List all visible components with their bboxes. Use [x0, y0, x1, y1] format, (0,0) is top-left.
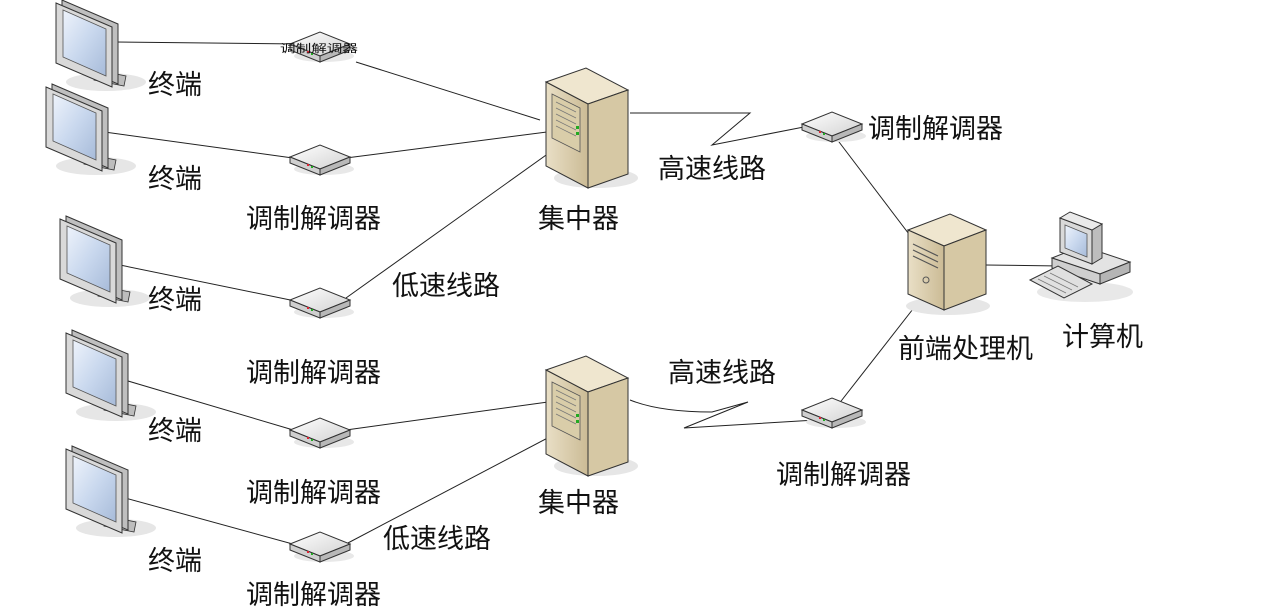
link-terminal4-modem4	[117, 377, 301, 433]
high-speed-line-2	[629, 399, 817, 429]
high-speed-line-1	[630, 112, 815, 146]
concentrator-server-icon	[545, 67, 639, 189]
low-speed-line-label: 低速线路	[392, 271, 500, 302]
modem-label: 调制解调器	[280, 41, 358, 55]
computer-desktop-icon	[1029, 211, 1134, 303]
terminal-label: 终端	[148, 285, 202, 316]
link-terminal5-modem5	[117, 495, 301, 547]
modem-label: 调制解调器	[246, 358, 381, 389]
terminal-monitor-icon	[65, 445, 157, 538]
terminal-monitor-icon	[55, 0, 147, 92]
link-modem5-concentrator2	[345, 421, 579, 545]
concentrator-server-icon	[545, 355, 639, 477]
high-speed-line-label: 高速线路	[668, 358, 776, 389]
modem-icon	[289, 287, 355, 319]
frontend-processor-server-icon	[905, 213, 991, 316]
terminal-label: 终端	[148, 70, 202, 101]
connections	[89, 41, 1061, 547]
modem-icon	[289, 144, 355, 176]
link-modem-right1-frontend	[835, 137, 916, 243]
concentrator-label: 集中器	[538, 488, 619, 519]
link-modem4-concentrator2	[345, 401, 549, 431]
modem-icon	[801, 111, 867, 143]
modem-label: 调制解调器	[868, 114, 1003, 145]
link-modem1-concentrator1	[355, 61, 541, 121]
computer-label: 计算机	[1062, 322, 1143, 353]
high-speed-line-label: 高速线路	[658, 154, 766, 185]
modem-icon	[289, 531, 355, 563]
modem-label: 调制解调器	[246, 580, 381, 611]
modem-label: 调制解调器	[246, 478, 381, 509]
link-frontend-computer	[984, 264, 1061, 267]
link-modem2-concentrator1	[345, 127, 579, 159]
terminal-label: 终端	[148, 416, 202, 447]
link-modem3-concentrator1	[345, 137, 571, 299]
terminal-label: 终端	[148, 546, 202, 577]
modem-label: 调制解调器	[776, 460, 911, 491]
terminal-monitor-icon	[45, 83, 137, 176]
terminal-monitor-icon	[65, 329, 157, 422]
terminal-label: 终端	[148, 164, 202, 195]
modem-icon	[289, 417, 355, 449]
terminal-monitor-icon	[59, 215, 151, 308]
link-terminal1-modem1	[115, 41, 301, 45]
link-modem-right2-frontend	[837, 299, 921, 406]
low-speed-line-label: 低速线路	[383, 524, 491, 555]
modem-icon	[801, 397, 867, 429]
concentrator-label: 集中器	[538, 204, 619, 235]
frontend-processor-label: 前端处理机	[898, 334, 1033, 365]
link-terminal2-modem2	[89, 129, 301, 160]
link-terminal3-modem3	[114, 263, 301, 303]
modem-label: 调制解调器	[246, 204, 381, 235]
